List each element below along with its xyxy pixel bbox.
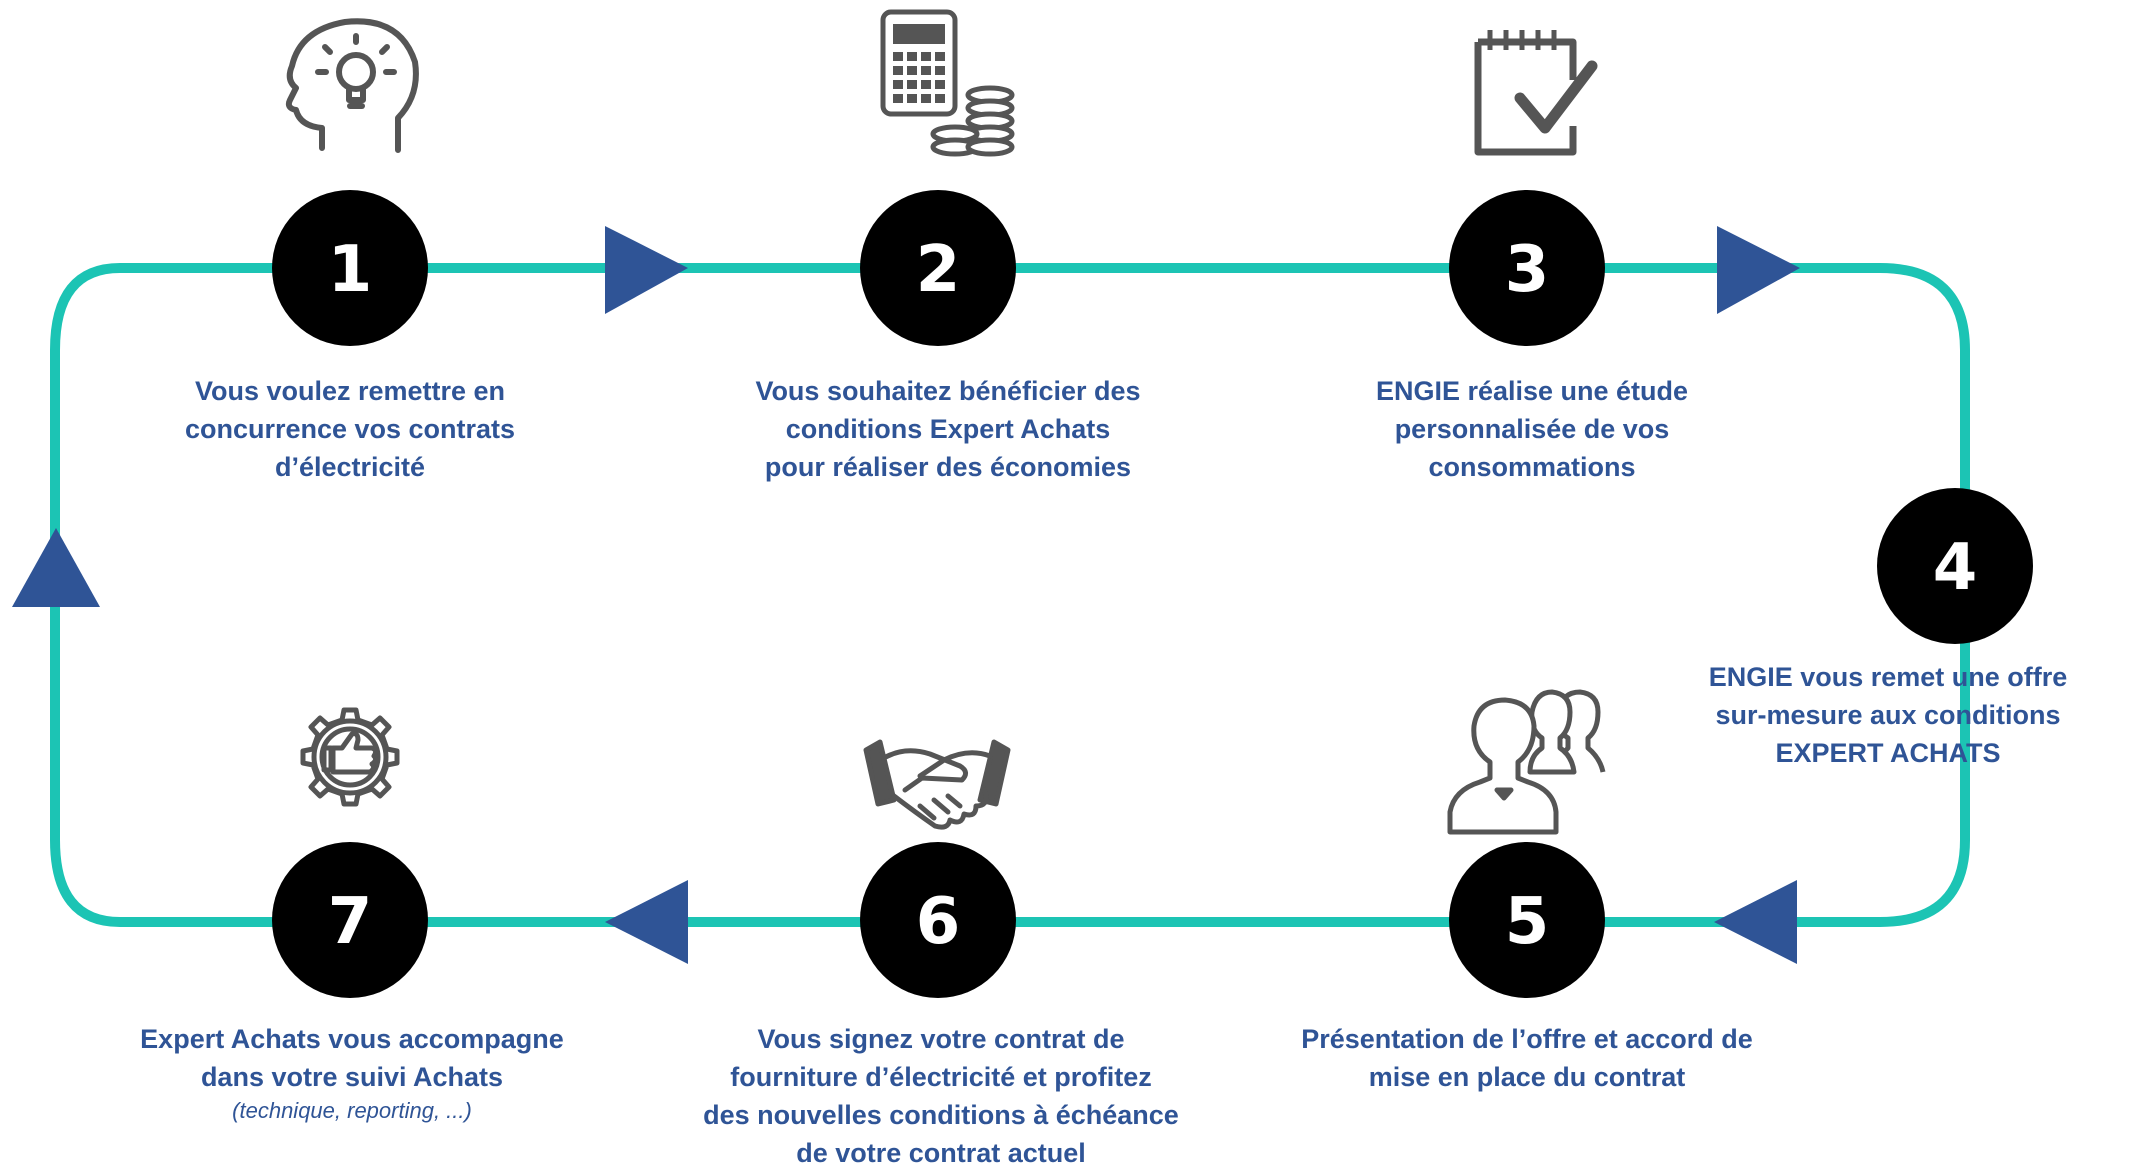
step-5-circle: 5 xyxy=(1449,842,1605,998)
step-3-caption: ENGIE réalise une étude personnalisée de… xyxy=(1375,376,1689,482)
step-4-caption: ENGIE vous remet une offre sur-mesure au… xyxy=(1708,662,2068,768)
handshake-icon xyxy=(863,739,1011,830)
svg-text:2: 2 xyxy=(916,233,961,307)
svg-text:7: 7 xyxy=(328,885,373,959)
checklist-icon xyxy=(1474,30,1598,156)
step-7-subcaption: (technique, reporting, ...) xyxy=(232,1098,472,1123)
svg-text:1: 1 xyxy=(328,233,373,307)
step-3-circle: 3 xyxy=(1449,190,1605,346)
step-7-circle: 7 xyxy=(272,842,428,998)
step-4-circle: 4 xyxy=(1877,488,2033,644)
svg-text:6: 6 xyxy=(916,885,961,959)
step-1-circle: 1 xyxy=(272,190,428,346)
svg-text:3: 3 xyxy=(1505,233,1550,307)
step-5-caption: Présentation de l’offre et accord de mis… xyxy=(1301,1024,1753,1092)
loop-path xyxy=(50,263,1970,927)
svg-text:5: 5 xyxy=(1505,885,1550,959)
arrow-right-icon xyxy=(1717,226,1800,314)
gear-thumbs-up-icon xyxy=(300,707,400,807)
step-2-caption: Vous souhaitez bénéficier des conditions… xyxy=(755,376,1141,482)
step-6-circle: 6 xyxy=(860,842,1016,998)
svg-text:4: 4 xyxy=(1933,531,1978,605)
step-7-caption: Expert Achats vous accompagne dans votre… xyxy=(42,1020,662,1126)
calculator-coins-icon xyxy=(880,9,1015,157)
step-6-caption: Vous signez votre contrat de fourniture … xyxy=(703,1024,1179,1168)
people-group-icon xyxy=(1447,689,1606,835)
step-2-circle: 2 xyxy=(860,190,1016,346)
step-1-caption: Vous voulez remettre en concurrence vos … xyxy=(184,376,516,482)
arrow-left-icon xyxy=(1714,880,1797,964)
arrow-left-icon xyxy=(605,880,688,964)
arrow-up-icon xyxy=(12,528,100,607)
head-lightbulb-icon xyxy=(285,18,419,153)
arrow-right-icon xyxy=(605,226,688,314)
